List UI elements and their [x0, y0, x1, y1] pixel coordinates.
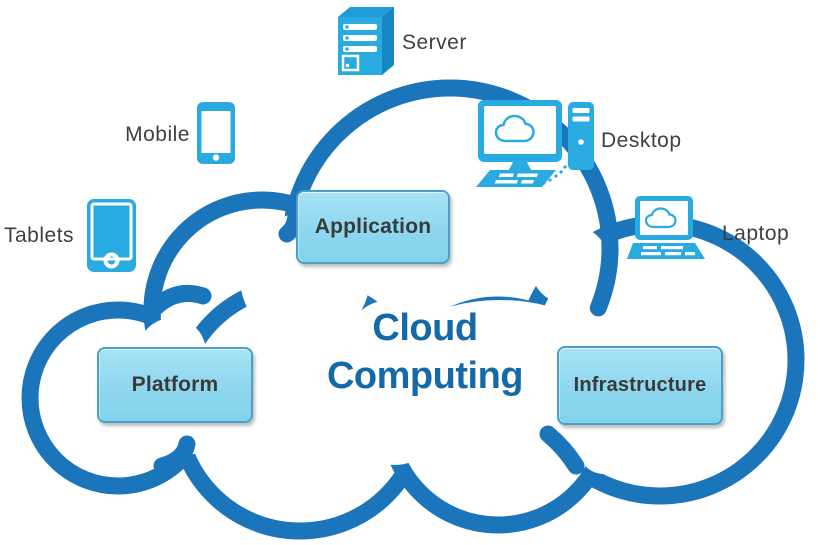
platform-box: Platform [97, 347, 253, 423]
cloud-curl [278, 198, 305, 243]
laptop-icon [627, 196, 705, 259]
cloud-curl [589, 220, 619, 317]
server-label: Server [402, 31, 467, 54]
title-line-1: Cloud [372, 307, 478, 349]
cloud-curl [153, 435, 196, 475]
title-line-2: Computing [326, 355, 524, 397]
diagram-title: Cloud Computing [280, 304, 570, 400]
mobile-label: Mobile [125, 123, 190, 146]
smartphone-icon [197, 102, 235, 164]
application-box: Application [296, 190, 450, 264]
tablet-icon [87, 199, 136, 272]
dotted-connector [542, 165, 567, 185]
infrastructure-box: Infrastructure [557, 346, 723, 425]
platform-box-label: Platform [131, 373, 219, 396]
tablets-label: Tablets [4, 224, 75, 247]
laptop-label: Laptop [722, 222, 790, 245]
desktop-computer-icon [476, 100, 594, 187]
desktop-label: Desktop [601, 129, 682, 152]
server-icon [338, 7, 394, 75]
cloud-curl [144, 285, 212, 319]
infrastructure-box-label: Infrastructure [573, 374, 707, 396]
cloud-curl [539, 425, 585, 475]
application-box-label: Application [314, 215, 432, 238]
